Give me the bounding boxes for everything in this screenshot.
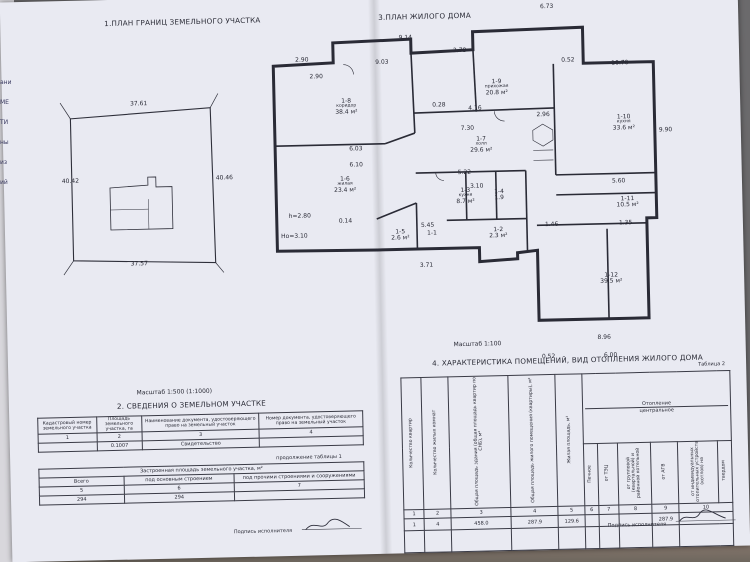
dim-label: 9.90 [658, 126, 673, 134]
dim-label: 0.14 [338, 217, 353, 225]
heating-table-header: Печное [583, 443, 599, 506]
heating-table-colnum: 6 [584, 505, 599, 515]
ho-label: Hо=3.10 [281, 232, 308, 241]
land-table-header: Площадь земельного участка, га [96, 415, 143, 433]
dim-label: 5.22 [457, 168, 472, 177]
heating-table-header-row: Количество квартир Количество жилых комн… [400, 370, 732, 510]
right-scale: Масштаб 1:100 [453, 340, 502, 349]
dim-label: 0.28 [432, 101, 446, 109]
dim-label: 2.90 [295, 56, 309, 64]
heating-table-cell: 1 [404, 518, 425, 531]
plot-dim-top: 37.61 [130, 100, 148, 108]
dim-label: 2.96 [536, 110, 550, 119]
table2-label: Таблица 2 [698, 361, 726, 368]
heating-table-cell: 4 [424, 517, 452, 531]
margin-fragment: ны [0, 139, 9, 146]
heating-table-header: от ТЭЦ [597, 443, 619, 506]
dim-label: 10.70 [611, 59, 629, 67]
section-4-title: 4. ХАРАКТЕРИСТИКА ПОМЕЩЕНИЙ, ВИД ОТОПЛЕН… [431, 352, 704, 368]
dim-label: 2.78 [452, 46, 467, 55]
outer-wall [271, 25, 659, 322]
heating-table-header: Общая площадь жилого помещения (квартиры… [508, 374, 558, 508]
left-signature-label: Подпись исполнителя [233, 527, 293, 536]
dim-label: 6.73 [539, 2, 554, 11]
table1-continued-label: продолжение таблицы 1 [276, 453, 342, 462]
dim-label: 1.35 [618, 219, 633, 227]
heating-table-cell [585, 514, 599, 527]
left-scale: Масштаб 1:500 (1:1000) [136, 387, 213, 397]
margin-fragment: ТИ [0, 119, 9, 126]
margin-fragment: из [0, 159, 8, 166]
dim-label: 5.45 [420, 221, 435, 229]
heating-table-cell: 287.9 [511, 515, 559, 529]
land-table-cell: Свидетельство [142, 438, 260, 450]
staircase [532, 123, 554, 161]
dim-label: 4.16 [468, 104, 482, 112]
left-page-title: 1.ПЛАН ГРАНИЦ ЗЕМЕЛЬНОГО УЧАСТКА [104, 15, 261, 29]
heating-table-header: Количество жилых комнат [421, 376, 451, 510]
heating-group-header: Отопление центральное [581, 370, 732, 444]
land-plot-plan [59, 93, 225, 276]
land-info-table: Кадастровый номер земельного участка Пло… [37, 410, 364, 453]
heating-table-header: от АГВ [650, 441, 679, 505]
dim-label: 9.14 [398, 34, 413, 42]
dim-label: 9.03 [375, 58, 389, 66]
right-signature [675, 509, 736, 522]
room-label-1-1: 1-1 [427, 229, 437, 237]
dim-label: 8.96 [597, 333, 611, 341]
rooms-heating-table: Количество квартир Количество жилых комн… [400, 370, 734, 553]
dim-label: 7.30 [460, 124, 475, 133]
margin-fragment: МЕ [0, 99, 9, 106]
heating-table-header: от индивидуальных отопительных устройств… [677, 440, 720, 504]
plot-dim-bottom: 37.57 [130, 260, 148, 268]
dim-label: 6.10 [349, 161, 363, 169]
land-table-cell [259, 435, 364, 448]
heating-table-header: Общая площадь здания (общая площадь квар… [447, 375, 512, 509]
plot-dim-right: 40.46 [215, 174, 234, 182]
house-footprint [109, 176, 174, 231]
margin-fragment: ани [0, 79, 12, 86]
built-table-cell: 294 [39, 494, 125, 506]
heating-table-header: Жилая площадь, м² [554, 373, 585, 507]
dim-label: 1.46 [544, 220, 559, 229]
heating-table-header: твердом [717, 440, 733, 503]
dim-label: 5.60 [611, 177, 626, 185]
land-table-header: Кадастровый номер земельного участка [37, 416, 97, 435]
land-table-cell: 0.1007 [96, 440, 143, 451]
h-label: h=2.80 [288, 212, 311, 220]
heating-table-colnum: 1 [403, 509, 425, 519]
heating-table-header: от групповой (квартальной) и районной ко… [617, 442, 653, 506]
land-table-cell [38, 441, 97, 453]
dim-label: 6.03 [349, 145, 363, 153]
plot-boundary [69, 107, 217, 264]
dim-label: 3.10 [469, 182, 484, 190]
left-signature [301, 518, 362, 531]
plot-dim-left: 40.42 [61, 177, 80, 186]
built-table-cell [234, 488, 365, 501]
margin-fragment: ий [0, 179, 8, 186]
section-2-title: 2. СВЕДЕНИЯ О ЗЕМЕЛЬНОМ УЧАСТКЕ [116, 398, 267, 411]
built-table-cell: 294 [123, 491, 235, 504]
dim-label: 3.71 [419, 261, 434, 269]
dim-label: 0.52 [561, 56, 575, 64]
house-floor-plan [271, 25, 659, 322]
heating-table-colnum: 7 [598, 505, 619, 515]
heating-table-cell: 129.6 [558, 514, 586, 528]
right-page-title: 3.ПЛАН ЖИЛОГО ДОМА [378, 10, 472, 22]
built-area-table: Застроенная площадь земельного участка, … [38, 461, 365, 506]
dim-label: 2.90 [309, 73, 323, 81]
